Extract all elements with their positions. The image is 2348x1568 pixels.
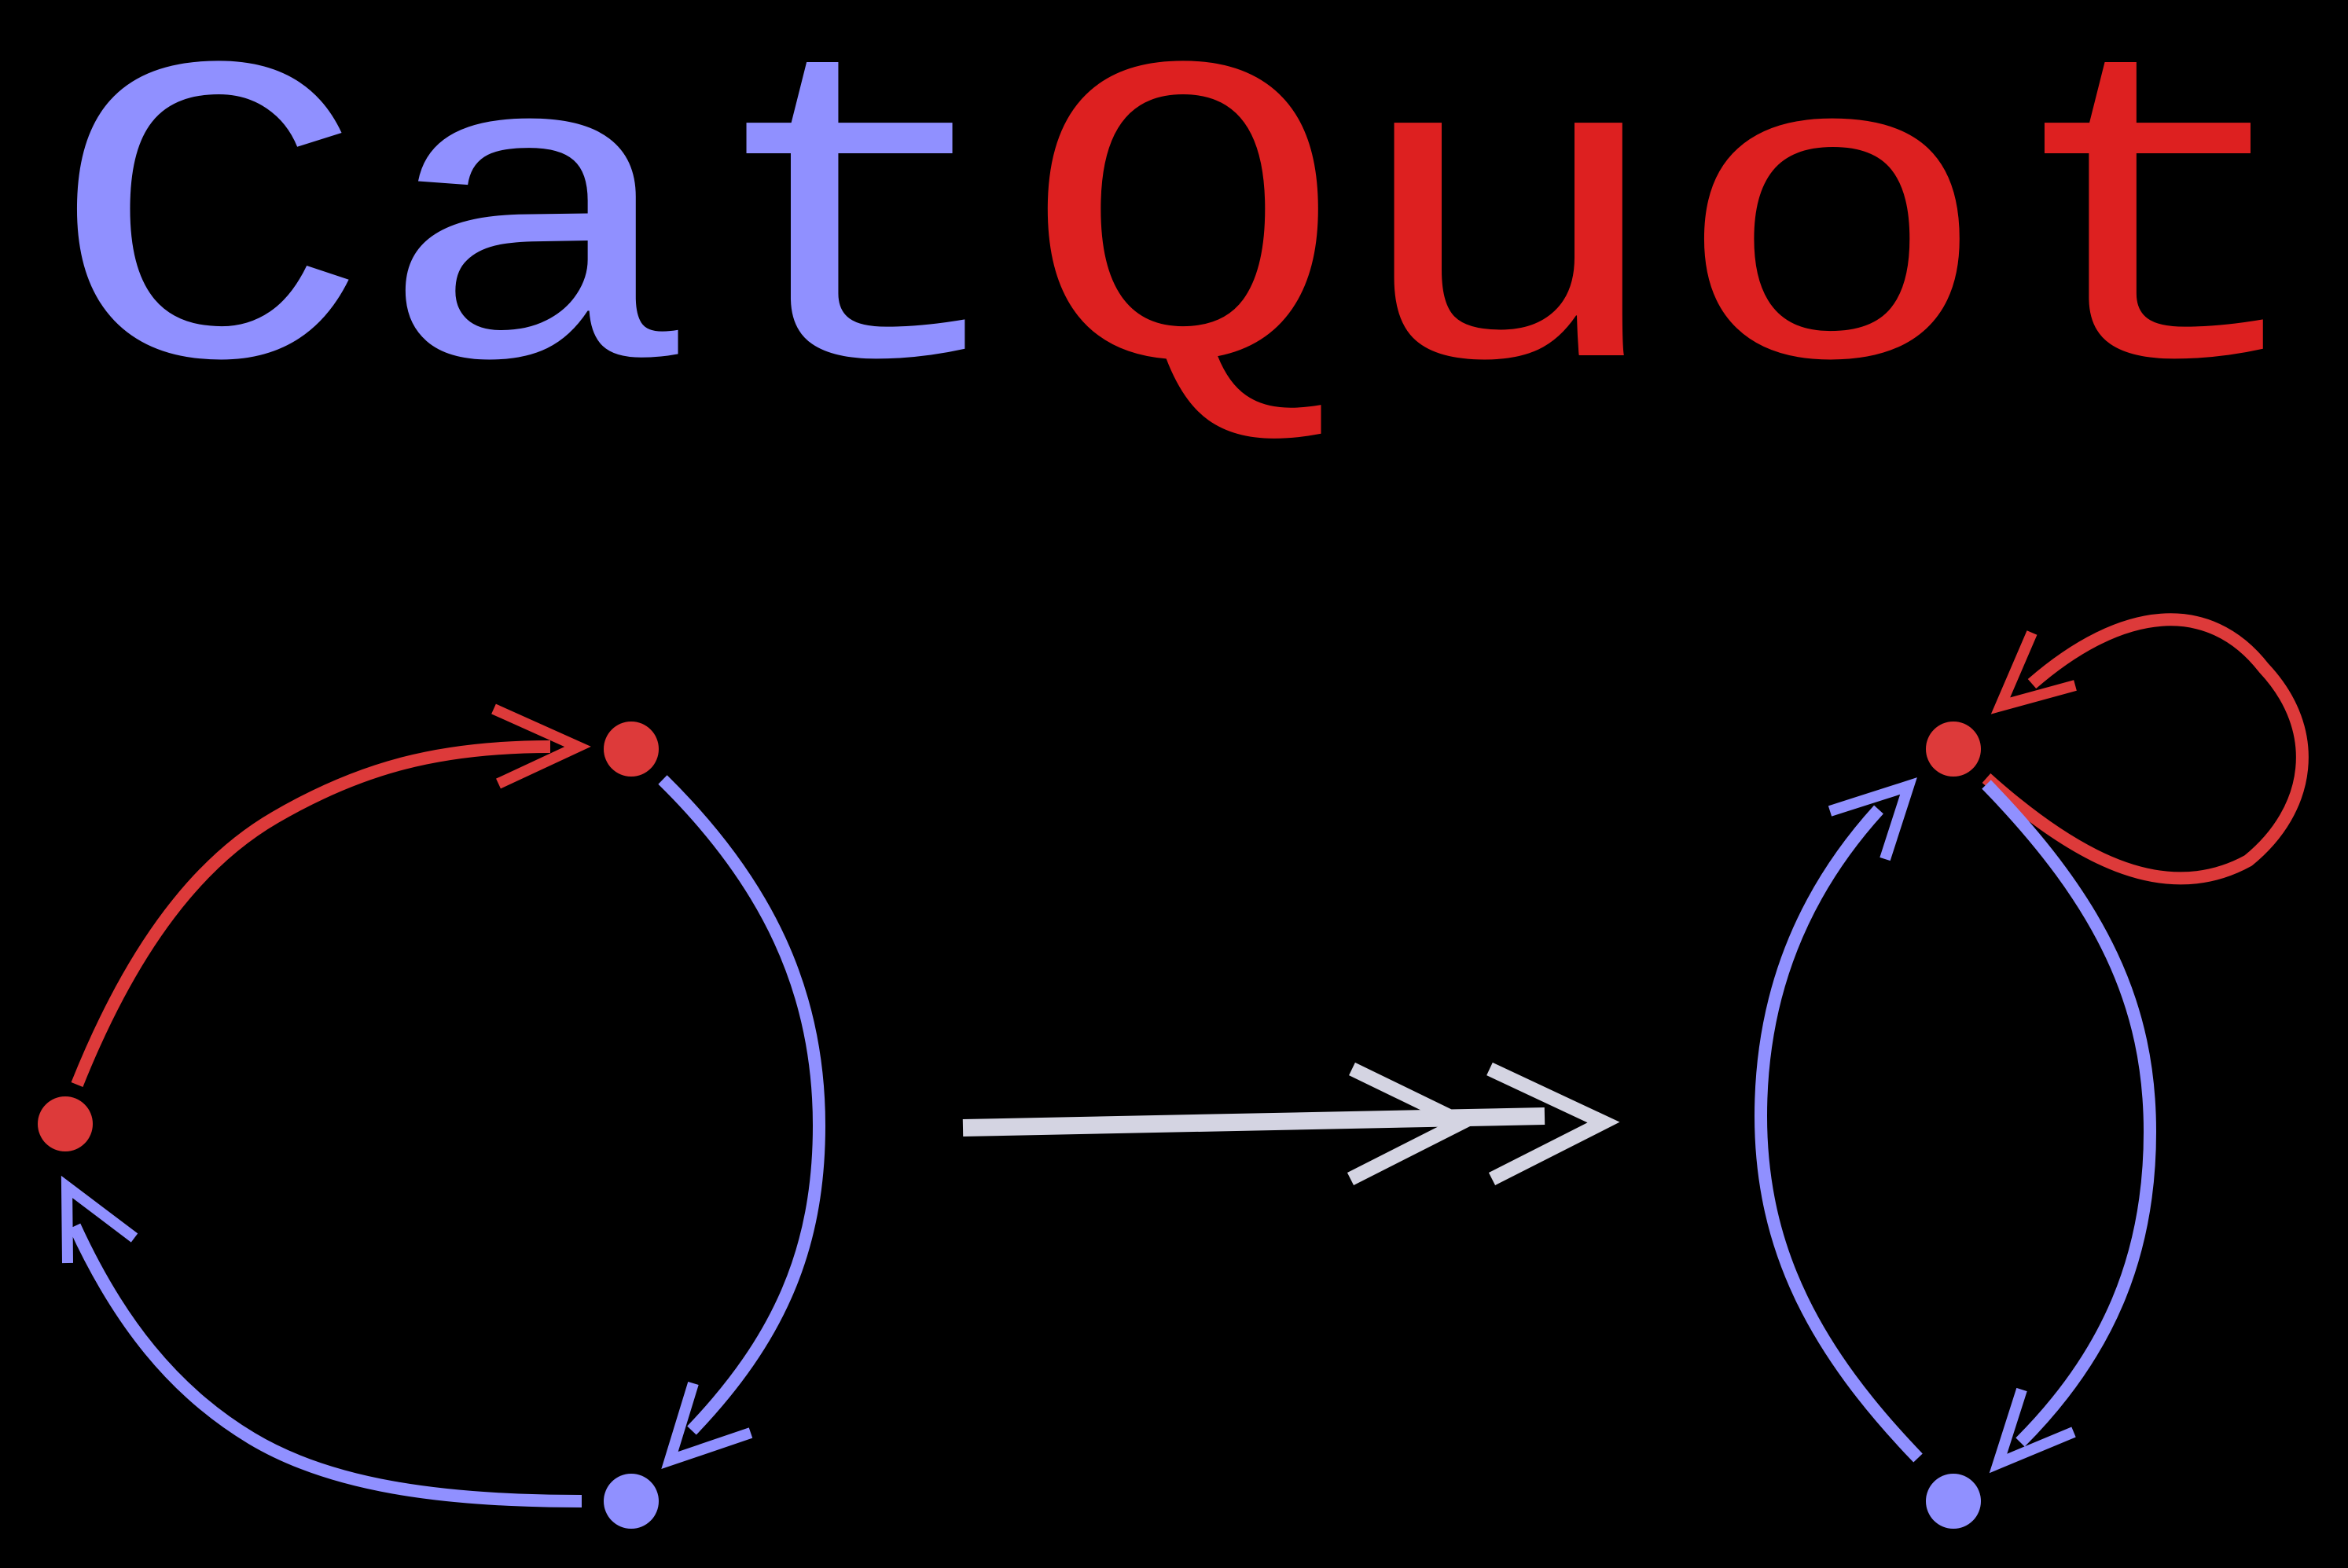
source-arrowhead-left (67, 1187, 134, 1263)
source-node-top (604, 722, 659, 777)
quotient-arrow (963, 1069, 1604, 1179)
source-edge-left-to-top (77, 747, 550, 1085)
target-node-bottom (1926, 1474, 1981, 1529)
source-edge-bottom-to-left (75, 1226, 582, 1501)
logo-title: CatQuot (47, 0, 2319, 488)
target-edge-bottom-to-top (1761, 810, 1918, 1458)
target-edge-top-to-bottom (1986, 784, 2150, 1442)
target-node-top (1926, 722, 1981, 777)
target-arrowhead-loop (2001, 633, 2075, 706)
logo-part-quot: Quot (1021, 0, 2319, 488)
source-node-bottom (604, 1474, 659, 1529)
logo-part-cat: Cat (47, 0, 1021, 488)
target-graph (1761, 619, 2302, 1529)
source-edge-top-to-bottom (663, 780, 819, 1430)
source-graph (38, 709, 819, 1529)
source-node-left (38, 1096, 93, 1151)
source-arrowhead-bottom (670, 1383, 751, 1460)
